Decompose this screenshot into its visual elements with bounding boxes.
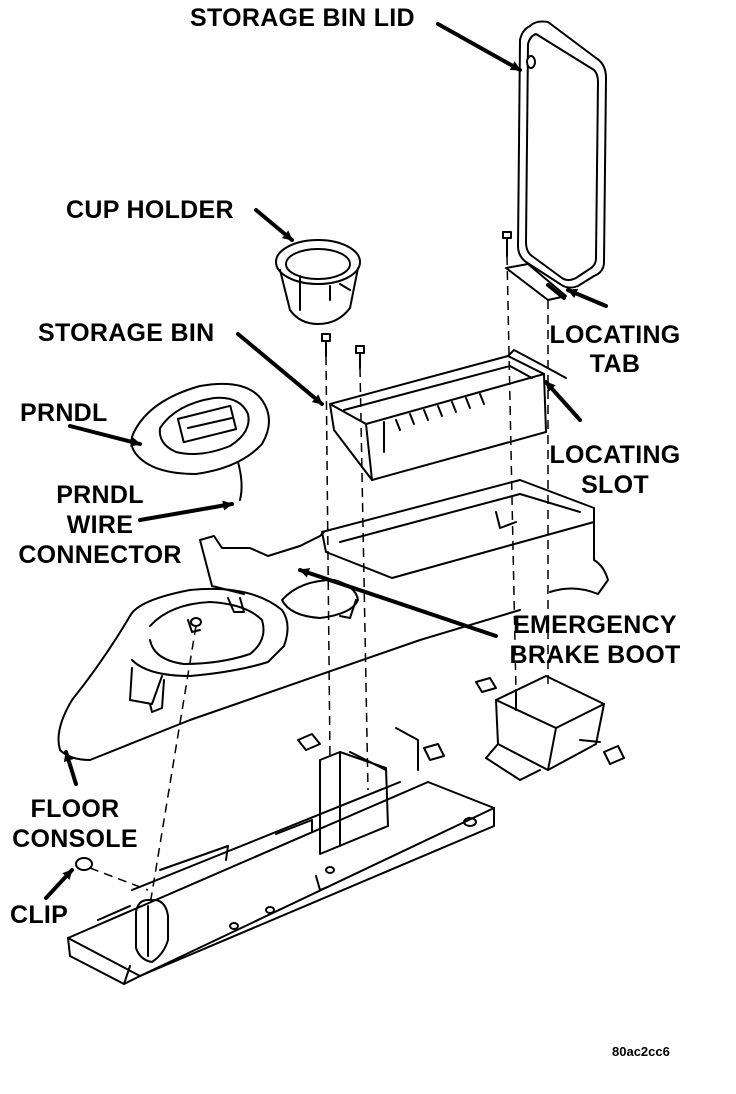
locating-tab-label-line2: TAB (589, 350, 641, 378)
console-base-bracket (68, 728, 494, 984)
lid-screw (503, 232, 511, 256)
floor-console-label-line1: FLOOR (30, 795, 120, 823)
storage-bin-lid-label: STORAGE BIN LID (190, 4, 415, 32)
emergency-brake-bracket (486, 676, 604, 780)
locating-slot-label-line1: LOCATING (549, 441, 681, 469)
emergency-brake-boot-label-line1: EMERGENCY (513, 611, 677, 639)
figure-code: 80ac2cc6 (612, 1044, 670, 1059)
clips (76, 618, 624, 870)
prndl-part (131, 384, 269, 500)
cup-holder-label: CUP HOLDER (66, 196, 234, 224)
emergency-brake-boot-label-line2: BRAKE BOOT (509, 641, 681, 669)
prndl-wire-label-line1: PRNDL (56, 481, 144, 509)
floor-console-label-line2: CONSOLE (12, 825, 138, 853)
cup-holder (276, 240, 360, 324)
prndl-label: PRNDL (20, 399, 108, 427)
bin-screws (322, 334, 364, 368)
locating-tab-label-line1: LOCATING (549, 321, 681, 349)
storage-bin-lid (506, 22, 606, 301)
clip-label: CLIP (10, 901, 69, 929)
prndl-wire-label-line3: CONNECTOR (18, 541, 182, 569)
storage-bin (330, 350, 566, 480)
locating-slot-label-line2: SLOT (581, 471, 649, 499)
storage-bin-label: STORAGE BIN (38, 319, 215, 347)
prndl-wire-label-line2: WIRE (66, 511, 134, 539)
leader-arrows (46, 24, 606, 898)
alignment-lines (90, 256, 548, 905)
